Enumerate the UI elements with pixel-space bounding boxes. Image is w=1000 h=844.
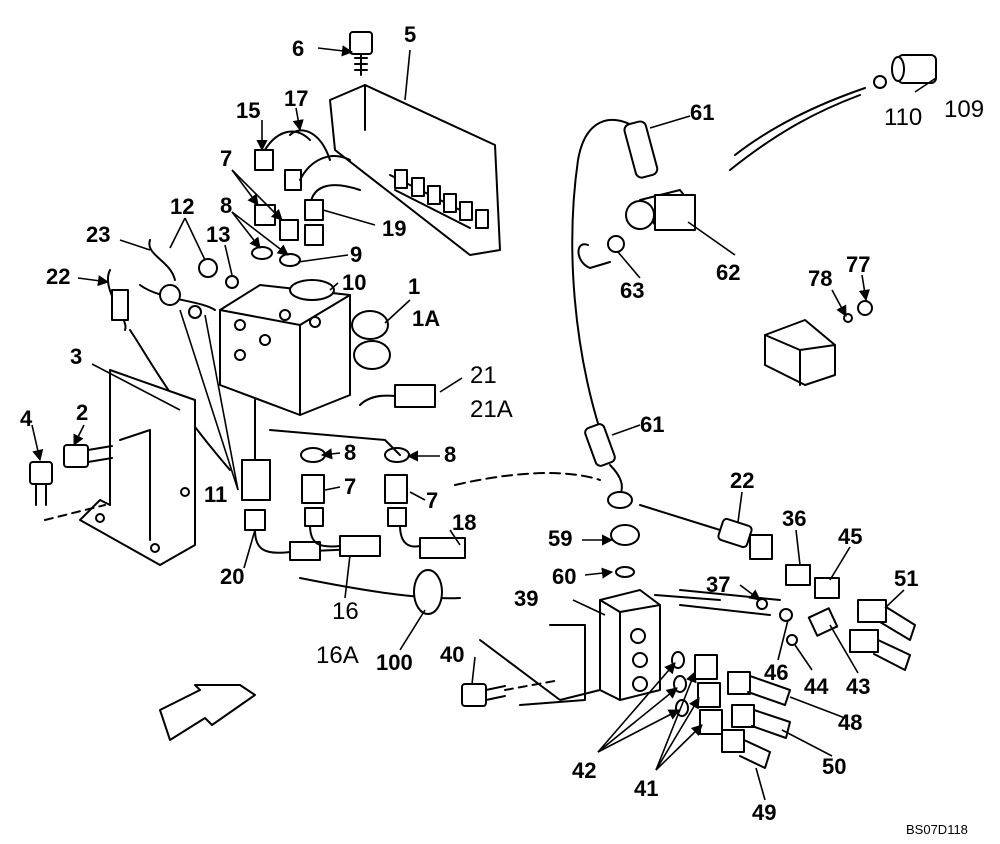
callout-1: 1	[408, 274, 421, 299]
callout-5: 5	[404, 22, 417, 47]
callout-11: 11	[204, 482, 228, 507]
callout-16A: 16A	[316, 642, 359, 669]
callout-62: 62	[716, 260, 741, 285]
callout-2: 2	[76, 400, 89, 425]
callout-110: 110	[884, 104, 923, 131]
callout-15: 15	[236, 98, 261, 123]
fitting-109	[729, 54, 937, 171]
pressure-switch-62	[577, 189, 696, 269]
callout-7-mid: 7	[344, 474, 357, 499]
callout-13: 13	[206, 222, 231, 247]
callout-40: 40	[440, 642, 465, 667]
callout-10: 10	[342, 270, 367, 295]
fittings-cluster-right	[671, 564, 916, 769]
callout-7-right: 7	[426, 488, 439, 513]
callout-4: 4	[20, 406, 33, 431]
callout-77: 77	[846, 252, 871, 277]
callout-43: 43	[846, 674, 871, 699]
bracket-3	[79, 369, 196, 566]
callout-21A: 21A	[470, 396, 513, 423]
leader-lines	[31, 45, 937, 801]
callout-100: 100	[376, 650, 413, 675]
bolt-40	[461, 679, 561, 707]
callout-9: 9	[350, 242, 363, 267]
callout-44: 44	[804, 674, 829, 699]
callout-8-upper: 8	[220, 193, 233, 218]
lower-hose-assembly	[241, 384, 466, 615]
callout-6: 6	[292, 36, 305, 61]
callout-45: 45	[838, 524, 863, 549]
callout-61-lower: 61	[640, 412, 665, 437]
direction-arrow	[159, 684, 256, 741]
callout-19: 19	[382, 216, 407, 241]
callout-3: 3	[70, 344, 83, 369]
callout-49: 49	[752, 800, 777, 825]
manifold-1	[219, 279, 391, 416]
callout-16: 16	[332, 598, 359, 625]
callout-36: 36	[782, 506, 807, 531]
valve-bank-5	[329, 84, 501, 256]
callout-46: 46	[764, 660, 789, 685]
callout-7-upper: 7	[220, 146, 233, 171]
bolt-6	[349, 31, 373, 76]
bolts-2-4	[29, 444, 113, 521]
callout-39: 39	[514, 586, 539, 611]
callout-61-upper: 61	[690, 100, 715, 125]
callout-41: 41	[634, 776, 659, 801]
fittings-cluster-upper	[251, 129, 361, 267]
hose-22-right	[639, 504, 773, 560]
callout-1A: 1A	[412, 306, 441, 331]
callout-18: 18	[452, 510, 477, 535]
callout-22-right: 22	[730, 468, 755, 493]
callout-109: 109	[944, 96, 985, 123]
callout-50: 50	[822, 754, 847, 779]
callout-37: 37	[706, 572, 731, 597]
callout-21: 21	[470, 362, 497, 389]
callout-42: 42	[572, 758, 597, 783]
callout-63: 63	[620, 278, 645, 303]
drawing-code: BS07D118	[906, 822, 968, 837]
callout-78: 78	[808, 266, 833, 291]
callout-22-left: 22	[46, 264, 71, 289]
callout-60: 60	[552, 564, 577, 589]
callout-59: 59	[548, 526, 573, 551]
callout-20: 20	[220, 564, 245, 589]
callout-8-right: 8	[444, 442, 457, 467]
callout-17: 17	[284, 86, 309, 111]
callout-23: 23	[86, 222, 111, 247]
callout-12: 12	[170, 194, 195, 219]
callout-8-mid: 8	[344, 440, 357, 465]
hose-61	[571, 119, 659, 509]
sensor-block-77	[764, 300, 873, 386]
callout-48: 48	[838, 710, 863, 735]
callout-51: 51	[894, 566, 919, 591]
